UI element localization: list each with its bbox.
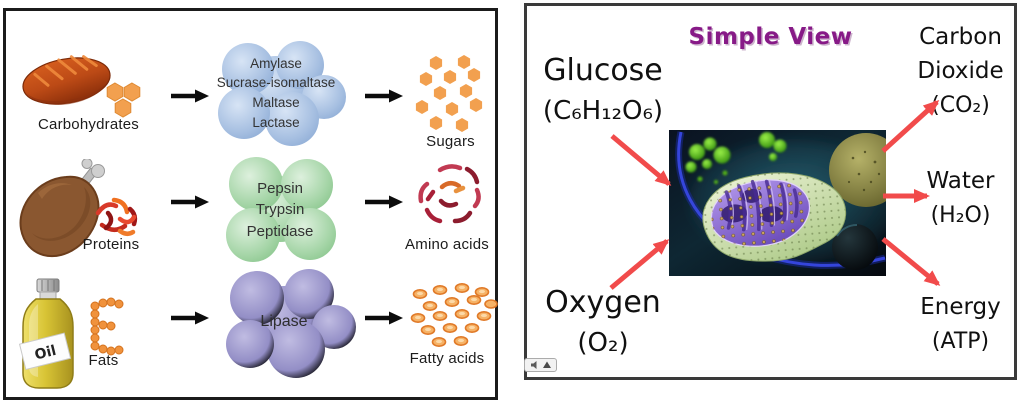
proteins-label: Proteins [82,236,140,253]
fatty-acids-icon [410,283,498,347]
arrow-energy-out [881,237,941,286]
carbohydrate-enzymes-blob: Amylase Sucrase-isomaltase Maltase Lacta… [206,35,346,151]
arrow-right-icon [365,195,403,209]
fats-label: Fats [88,352,119,369]
enzyme-name: Peptidase [246,222,314,240]
respiration-panel: Simple View Glucose (C₆H₁₂O₆) Oxygen (O₂… [524,3,1017,380]
water-block: Water (H₂O) [907,164,1014,234]
carbon-dioxide-label: Carbon Dioxide [917,24,1004,84]
bread-icon [22,55,111,105]
enzyme-name: Pepsin [257,179,303,197]
enzyme-name: Lipase [260,312,308,330]
oxygen-block: Oxygen (O₂) [527,282,679,362]
carbon-dioxide-block: Carbon Dioxide (CO₂) [907,20,1014,124]
fat-enzyme-blob: Lipase [212,265,356,379]
arrow-right-icon [171,195,209,209]
carbohydrates-label: Carbohydrates [38,116,139,133]
mitochondrion-image [669,130,886,276]
glucose-block: Glucose (C₆H₁₂O₆) [527,50,679,130]
energy-label: Energy [920,294,1001,320]
water-formula: (H₂O) [930,203,991,228]
oxygen-formula: (O₂) [577,328,629,358]
arrow-oxygen-in [609,239,670,290]
play-icon[interactable] [542,361,551,369]
starch-hexagons-icon [106,82,141,118]
drumstick-icon [19,159,105,258]
glucose-label: Glucose [543,53,663,88]
arrow-right-icon [365,311,403,325]
carbon-dioxide-formula: (CO₂) [931,93,990,118]
enzyme-name: Sucrase-isomaltase [216,75,336,91]
protein-tangle-icon [95,197,138,236]
enzyme-name: Trypsin [255,201,305,219]
oil-label: Oil [33,343,58,364]
fat-chain-icon [90,297,124,356]
slide-title: Simple View [688,24,853,50]
arrow-glucose-in [610,134,672,186]
sugars-label: Sugars [426,133,475,150]
enzyme-name: Amylase [250,55,302,71]
oil-bottle-icon: Oil [18,278,74,389]
glucose-formula: (C₆H₁₂O₆) [542,96,664,126]
protein-enzymes-blob: Pepsin Trypsin Peptidase [211,151,349,269]
enzyme-name: Maltase [252,95,300,110]
amino-acids-label: Amino acids [405,236,489,253]
media-widget [524,358,557,372]
enzyme-name: Lactase [252,114,300,130]
amino-acids-icon [418,164,481,224]
audio-icon[interactable] [530,361,539,369]
arrow-right-icon [171,89,209,103]
arrow-right-icon [171,311,209,325]
energy-formula: (ATP) [931,329,990,354]
sugars-icon [415,55,483,132]
water-label: Water [926,168,995,194]
oxygen-label: Oxygen [545,285,661,320]
energy-block: Energy (ATP) [907,290,1014,360]
digestion-panel: Carbohydrates Amylase Sucrase-isomaltase… [3,8,498,400]
arrow-right-icon [365,89,403,103]
fatty-acids-label: Fatty acids [409,350,485,367]
